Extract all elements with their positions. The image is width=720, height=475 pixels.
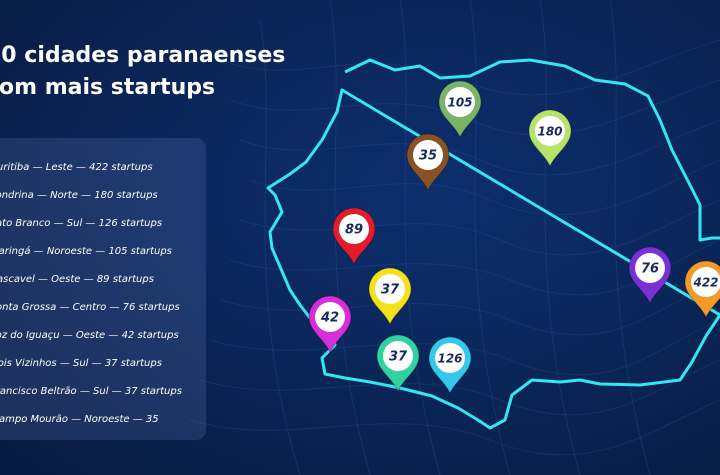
legend-panel: Curitiba — Leste — 422 startups Londrina… (0, 138, 206, 440)
pin-value-label: 35 (419, 149, 437, 164)
title-line-1: 10 cidades paranaenses (0, 43, 286, 68)
legend-item-francisco-beltrao: Francisco Beltrão — Sul — 37 startups (0, 386, 182, 397)
pin-label-background (535, 116, 565, 146)
pin-value-label: 42 (320, 311, 339, 326)
legend-item-maringa: Maringá — Noroeste — 105 startups (0, 246, 172, 257)
pin-label-background (635, 253, 665, 283)
parana-state-outline (266, 58, 720, 430)
map-pin-londrina[interactable]: 180 (528, 109, 572, 168)
legend-item-cascavel: Cascavel — Oeste — 89 startups (0, 274, 154, 285)
pin-label-background (339, 214, 369, 244)
map-pin-francisco-beltr-o[interactable]: 37 (376, 334, 420, 393)
legend-item-pato-branco: Pato Branco — Sul — 126 startups (0, 218, 163, 229)
map-pin-ponta-grossa[interactable]: 76 (628, 246, 672, 305)
pin-label-background (383, 341, 413, 371)
pin-value-label: 105 (447, 96, 472, 110)
legend-item-foz-do-iguacu: Foz do Iguaçu — Oeste — 42 startups (0, 330, 179, 341)
map-pin-pato-branco[interactable]: 126 (428, 336, 472, 395)
map-pin-curitiba[interactable]: 422 (684, 260, 720, 319)
title-line-2: com mais startups (0, 75, 216, 100)
pin-value-label: 76 (641, 262, 659, 277)
pin-value-label: 126 (437, 352, 462, 366)
page-title: 10 cidades paranaenses com mais startups (0, 40, 285, 104)
pin-label-background (413, 140, 443, 170)
legend-item-curitiba: Curitiba — Leste — 422 startups (0, 162, 153, 173)
map-pin-campo-mour-o[interactable]: 35 (406, 133, 450, 192)
pin-value-label: 37 (389, 350, 408, 365)
pin-value-label: 422 (692, 276, 718, 290)
legend-item-londrina: Londrina — Norte — 180 startups (0, 190, 158, 201)
pin-label-background (315, 302, 345, 332)
pin-label-background (375, 274, 405, 304)
legend-item-campo-mourao: Campo Mourão — Noroeste — 35 (0, 414, 159, 425)
map-pin-foz-do-igua-u[interactable]: 42 (308, 295, 352, 354)
map-pin-dois-vizinhos[interactable]: 37 (368, 267, 412, 326)
map-pin-cascavel[interactable]: 89 (332, 207, 376, 266)
pin-label-background (445, 87, 475, 117)
map-pin-maring-[interactable]: 105 (438, 80, 482, 139)
legend-item-dois-vizinhos: Dois Vizinhos — Sul — 37 startups (0, 358, 162, 369)
pin-value-label: 89 (345, 223, 363, 238)
legend-item-ponta-grossa: Ponta Grossa — Centro — 76 startups (0, 302, 180, 313)
pin-label-background (435, 343, 465, 373)
pin-label-background (691, 267, 720, 297)
pin-value-label: 37 (381, 283, 400, 298)
pin-value-label: 180 (537, 125, 562, 139)
